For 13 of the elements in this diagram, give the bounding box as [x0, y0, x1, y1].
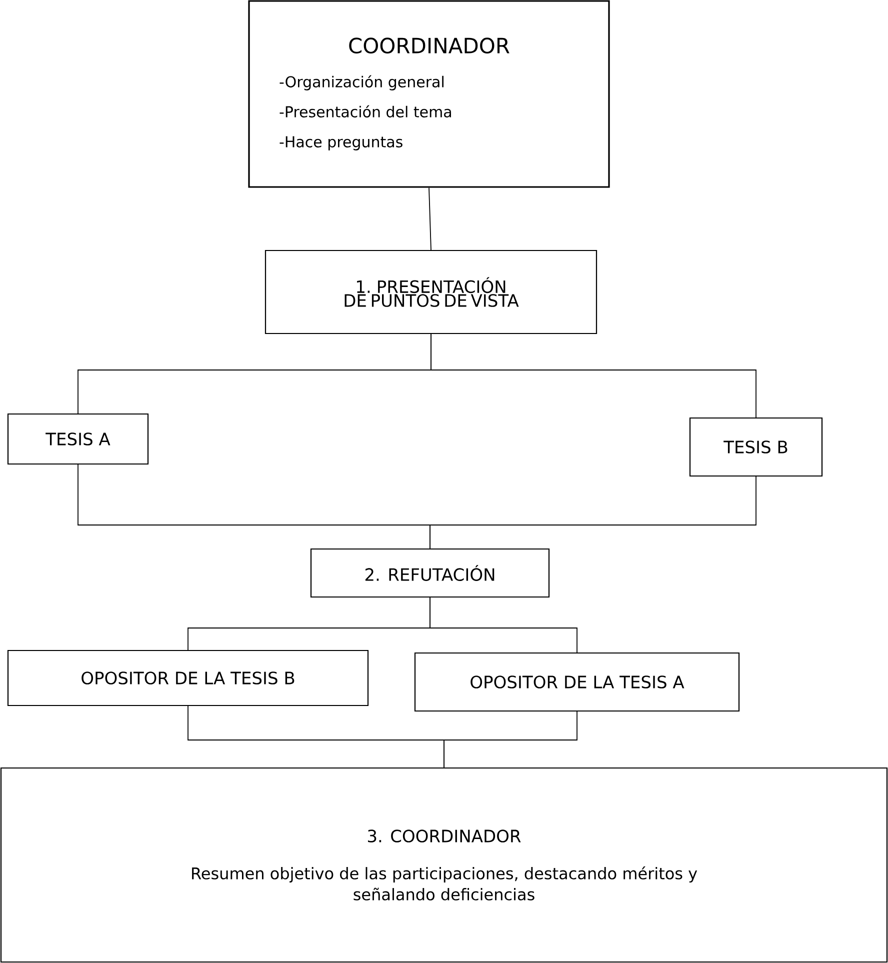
connector-line: [430, 597, 578, 653]
process-box: OPOSITOR DE LA TESIS B: [7, 650, 369, 706]
connector-line: [430, 334, 756, 418]
connector-line: [430, 476, 756, 549]
coordinator-box: COORDINADOR -Organización general -Presentación del tema -Hace preguntas: [248, 0, 610, 188]
connector-line: [428, 187, 432, 250]
connector-line: [444, 711, 578, 768]
process-box: 1. PRESENTACIÓN DE PUNTOS DE VISTA: [264, 250, 598, 334]
process-box: 2. REFUTACIÓN: [310, 548, 550, 598]
process-box: TESIS A: [7, 413, 149, 465]
process-box: OPOSITOR DE LA TESIS A: [414, 652, 740, 712]
summary-box: 3. COORDINADOR Resumen objetivo de las participaciones, destacando méritos y señalando deficiencias: [0, 767, 888, 963]
process-box: TESIS B: [689, 417, 823, 477]
